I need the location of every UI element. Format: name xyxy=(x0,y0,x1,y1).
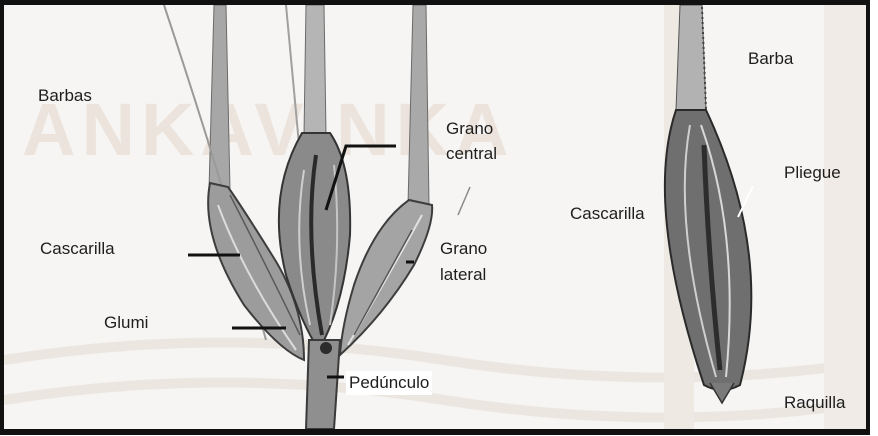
label-raquilla: Raquilla xyxy=(784,391,845,415)
label-grano-lateral-line2: lateral xyxy=(440,263,486,287)
spikelet-illustration: ANKAVINKA xyxy=(4,5,866,429)
awn-right-spikelet xyxy=(676,5,706,110)
label-pedunculo: Pedúnculo xyxy=(346,371,432,395)
label-grano-central-line2: central xyxy=(446,142,497,166)
watermark: ANKAVINKA xyxy=(22,88,515,171)
right-margin xyxy=(870,0,878,436)
awn-left xyxy=(209,5,230,190)
label-cascarilla-left: Cascarilla xyxy=(40,237,115,261)
peduncle xyxy=(306,340,340,429)
label-barbas: Barbas xyxy=(38,84,92,108)
label-pliegue: Pliegue xyxy=(784,161,841,185)
label-barba: Barba xyxy=(748,47,793,71)
label-cascarilla-right: Cascarilla xyxy=(570,202,645,226)
label-gluma: Glumi xyxy=(104,311,148,335)
watermark-column xyxy=(824,5,866,429)
leader-pliegue xyxy=(738,186,753,217)
label-grano-lateral-line1: Grano xyxy=(440,237,487,261)
leader-decoration xyxy=(458,187,470,215)
triple-spikelet xyxy=(164,5,432,429)
awn-right xyxy=(408,5,429,205)
awn-center xyxy=(304,5,326,135)
label-grano-central-line1: Grano xyxy=(446,117,493,141)
